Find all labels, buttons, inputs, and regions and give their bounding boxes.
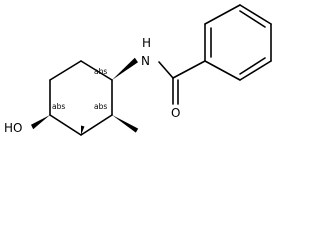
bond-ring-1	[49, 60, 82, 81]
bond-benzene-4	[239, 4, 272, 25]
hydroxyl-label: HO	[4, 121, 22, 135]
bond-ring-5	[49, 114, 82, 136]
wedge-bond-nitrogen	[112, 57, 138, 80]
amide-hydrogen-label: H	[142, 36, 151, 50]
benzene-ring	[204, 4, 272, 81]
bond-benzene-inner-2	[239, 57, 266, 75]
carbonyl-oxygen-label: O	[171, 106, 180, 120]
bond-benzene-5	[204, 4, 241, 25]
stereo-label-c-methyl: abs	[94, 102, 107, 111]
wedge-bond-methyl	[112, 115, 139, 133]
bond-ring-4	[80, 114, 113, 136]
wedge-bond-methyl-left	[28, 115, 112, 134]
stereo-label-c-hydroxyl: abs	[52, 102, 65, 111]
bond-n-carbonyl	[158, 61, 174, 79]
bond-benzene-1	[204, 60, 241, 81]
amide-nitrogen-label: N	[141, 54, 150, 68]
molecule-structure: HO H N O abs abs abs	[4, 4, 272, 136]
wedge-bond-hydroxyl	[81, 125, 85, 135]
wedge-bond-ho	[31, 115, 50, 130]
cyclohexane-ring	[49, 60, 113, 136]
bond-benzene-inner-3	[239, 10, 266, 28]
bond-ring-2	[80, 60, 113, 81]
stereo-label-c-nitrogen: abs	[94, 67, 107, 76]
bond-benzene-2	[239, 60, 272, 81]
bond-carbonyl-phenyl	[172, 60, 206, 79]
